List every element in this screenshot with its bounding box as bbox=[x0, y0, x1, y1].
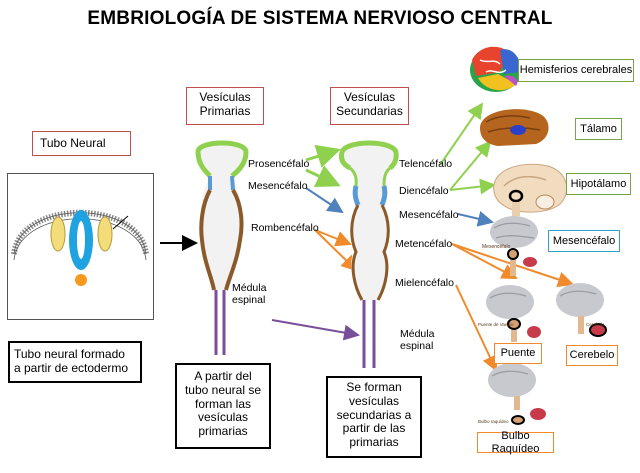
tubo-caption-line1: Tubo neural formado bbox=[14, 347, 125, 361]
tubo-caption-line2: a partir de ectodermo bbox=[14, 360, 129, 375]
tiny-label-cerebelo: Cerebelo bbox=[586, 322, 605, 327]
tiny-label-bulbo: Bulbo raquídeo bbox=[478, 419, 509, 424]
box-hemisferios-text: Hemisferios cerebrales bbox=[519, 64, 633, 77]
label-metencefalo: Metencéfalo bbox=[395, 238, 453, 250]
box-mesencefalo-text: Mesencéfalo bbox=[552, 234, 616, 247]
neural-tube-svg bbox=[11, 209, 149, 286]
secundarias-caption-line2: vesículas bbox=[348, 393, 400, 408]
vesiculas-secundarias-header: Vesículas Secundarias bbox=[330, 87, 409, 125]
label-medula-primary-line2: espinal bbox=[232, 294, 266, 307]
label-prosencefalo: Prosencéfalo bbox=[248, 158, 310, 170]
tubo-neural-header-text: Tubo Neural bbox=[40, 136, 106, 150]
label-telencefalo: Telencéfalo bbox=[399, 158, 453, 170]
label-diencefalo: Diencéfalo bbox=[399, 185, 449, 197]
box-cerebelo-text: Cerebelo bbox=[569, 349, 615, 362]
brain-cerebelo-image: Cerebelo bbox=[556, 283, 607, 337]
box-puente: Puente bbox=[494, 343, 542, 364]
vesiculas-primarias-line2: Primarias bbox=[199, 103, 251, 118]
secundarias-caption-line1: Se forman bbox=[346, 380, 402, 394]
primarias-caption-line5: primarias bbox=[198, 424, 248, 439]
vesiculas-primarias-line1: Vesículas bbox=[199, 90, 251, 104]
brain-thalamus-image bbox=[480, 109, 549, 146]
primarias-caption-line1: A partir del bbox=[194, 369, 252, 383]
box-bulbo: Bulbo Raquídeo bbox=[477, 429, 554, 455]
label-mesencefalo-secondary: Mesencéfalo bbox=[399, 209, 459, 221]
box-talamo-text: Tálamo bbox=[580, 122, 617, 135]
secundarias-caption-line4: partir de las bbox=[342, 421, 406, 436]
box-bulbo-text: Bulbo Raquídeo bbox=[491, 429, 540, 455]
tiny-label-puente: Puente de Varolio bbox=[478, 322, 514, 327]
secondary-vesicles bbox=[339, 140, 399, 368]
label-medula-primary-line1: Médula bbox=[232, 282, 267, 294]
secundarias-caption: Se forman vesículas secundarias a partir… bbox=[326, 376, 422, 458]
secundarias-caption-line3: secundarias a bbox=[336, 407, 412, 422]
brain-hypothalamus-image bbox=[493, 163, 568, 216]
vesiculas-primarias-header: Vesículas Primarias bbox=[186, 87, 264, 125]
label-mesencefalo-primary: Mesencéfalo bbox=[248, 180, 308, 192]
label-medula-secondary-line1: Médula bbox=[400, 328, 435, 340]
vesiculas-secundarias-line1: Vesículas bbox=[343, 90, 396, 104]
primarias-caption-line4: vesículas bbox=[197, 410, 249, 425]
neural-tube-illustration bbox=[7, 173, 154, 320]
secundarias-caption-line5: primarias bbox=[349, 435, 399, 450]
primary-vesicles bbox=[195, 140, 249, 355]
label-mielencefalo: Mielencéfalo bbox=[395, 277, 454, 289]
box-cerebelo: Cerebelo bbox=[566, 345, 618, 366]
vesiculas-secundarias-line2: Secundarias bbox=[336, 103, 403, 118]
brain-puente-image: Puente de Varolio bbox=[478, 285, 541, 342]
box-hemisferios: Hemisferios cerebrales bbox=[518, 59, 634, 82]
tubo-neural-header: Tubo Neural bbox=[32, 131, 131, 156]
label-rombencefalo: Rombencéfalo bbox=[251, 222, 319, 234]
primarias-caption-line3: forman las bbox=[194, 396, 252, 411]
box-hipotalamo-text: Hipotálamo bbox=[570, 177, 627, 190]
brain-bulbo-image: Bulbo raquídeo bbox=[478, 363, 546, 425]
box-talamo: Tálamo bbox=[575, 118, 622, 140]
primarias-caption: A partir del tubo neural se forman las v… bbox=[175, 363, 271, 449]
box-hipotalamo: Hipotálamo bbox=[566, 173, 631, 195]
brain-mesencefalo-image: Mesencéfalo bbox=[482, 216, 538, 276]
page-title: EMBRIOLOGÍA DE SISTEMA NERVIOSO CENTRAL bbox=[87, 8, 553, 29]
box-puente-text: Puente bbox=[500, 347, 536, 360]
tiny-label-mesencefalo: Mesencéfalo bbox=[482, 244, 511, 250]
label-medula-secondary-line2: espinal bbox=[400, 340, 434, 353]
primarias-caption-line2: tubo neural se bbox=[184, 382, 262, 397]
tubo-caption: Tubo neural formado a partir de ectoderm… bbox=[8, 341, 142, 383]
box-mesencefalo: Mesencéfalo bbox=[548, 230, 620, 252]
label-medula-secondary: Médula espinal bbox=[400, 328, 434, 352]
brain-hemispheres-image bbox=[470, 46, 522, 92]
label-medula-primary: Médula espinal bbox=[232, 282, 266, 306]
